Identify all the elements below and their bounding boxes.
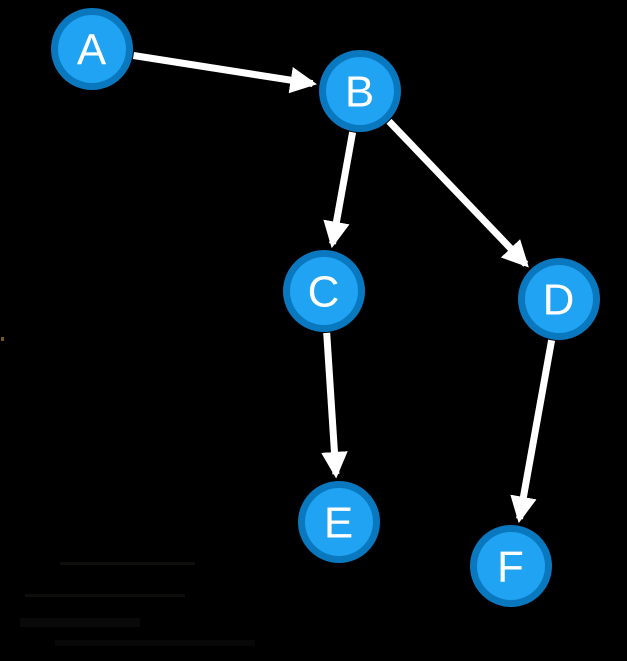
graph-edge-B-D <box>386 118 529 268</box>
graph-edge-B-C <box>323 131 357 249</box>
node-label: F <box>497 542 525 591</box>
graph-node-F[interactable]: F <box>470 525 552 607</box>
graph-node-C[interactable]: C <box>283 250 365 332</box>
node-body <box>477 532 545 600</box>
node-label: A <box>77 25 107 74</box>
node-body <box>326 57 394 125</box>
graph-node-A[interactable]: A <box>51 8 133 90</box>
node-label: E <box>324 498 354 547</box>
graph-edge-C-E <box>321 332 348 479</box>
graph-node-E[interactable]: E <box>298 481 380 563</box>
node-label: B <box>345 67 375 116</box>
graph-edge-D-F <box>510 339 556 524</box>
graph-edge-A-B <box>132 52 317 94</box>
nodes-layer: A B C D E F <box>51 8 600 607</box>
node-body <box>290 257 358 325</box>
node-label: D <box>543 275 576 324</box>
node-body <box>58 15 126 83</box>
graph-node-B[interactable]: B <box>319 50 401 132</box>
edges-layer <box>132 52 556 524</box>
node-body <box>525 265 593 333</box>
graph-node-D[interactable]: D <box>518 258 600 340</box>
node-label: C <box>308 267 341 316</box>
node-body <box>305 488 373 556</box>
